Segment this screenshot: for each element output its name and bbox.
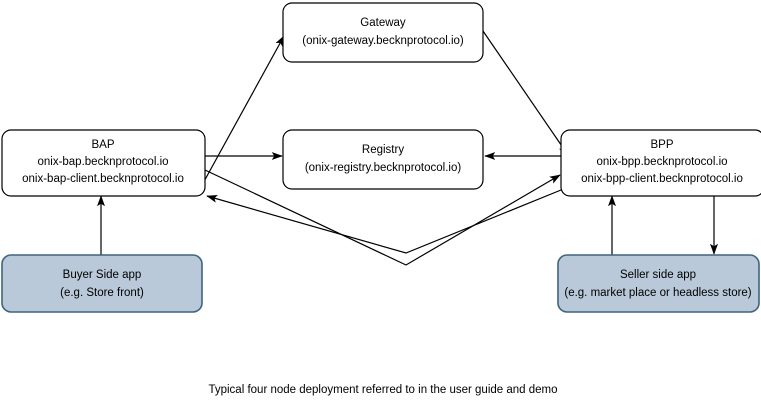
node-registry-box[interactable] (282, 129, 484, 190)
node-registry-title: Registry (362, 144, 404, 156)
edge-bap-to-bpp (204, 169, 561, 266)
node-buyer-app-box[interactable] (1, 254, 203, 313)
node-seller-app-box[interactable] (557, 254, 760, 313)
node-gateway-title: Gateway (360, 17, 406, 29)
node-bpp-line2: onix-bpp.becknprotocol.io (596, 156, 727, 168)
node-bpp-line3: onix-bpp-client.becknprotocol.io (581, 173, 743, 185)
node-bpp[interactable]: BPP onix-bpp.becknprotocol.io onix-bpp-c… (560, 129, 761, 197)
node-bap-box[interactable] (1, 129, 206, 197)
node-bap[interactable]: BAP onix-bap.becknprotocol.io onix-bap-c… (1, 129, 206, 197)
edge-bpp-to-bap (206, 189, 562, 254)
node-seller-app-title: Seller side app (620, 269, 696, 281)
node-buyer-app[interactable]: Buyer Side app (e.g. Store front) (1, 254, 203, 313)
node-buyer-app-subtitle: (e.g. Store front) (60, 287, 144, 299)
node-buyer-app-title: Buyer Side app (63, 269, 142, 281)
diagram-caption: Typical four node deployment referred to… (208, 384, 557, 396)
edge-bap-to-gateway (195, 35, 285, 197)
node-bap-line3: onix-bap-client.becknprotocol.io (22, 173, 184, 185)
node-registry-subtitle: (onix-registry.becknprotocol.io) (305, 162, 462, 174)
node-seller-app-subtitle: (e.g. market place or headless store) (564, 287, 751, 299)
edge-gateway-to-bpp (482, 30, 569, 156)
node-gateway-subtitle: (onix-gateway.becknprotocol.io) (302, 35, 464, 47)
node-gateway[interactable]: Gateway (onix-gateway.becknprotocol.io) (282, 2, 484, 63)
node-bap-title: BAP (91, 139, 114, 151)
node-registry[interactable]: Registry (onix-registry.becknprotocol.io… (282, 129, 484, 190)
node-seller-app[interactable]: Seller side app (e.g. market place or he… (557, 254, 760, 313)
node-bap-line2: onix-bap.becknprotocol.io (37, 156, 168, 168)
node-bpp-box[interactable] (560, 129, 761, 197)
node-bpp-title: BPP (650, 139, 673, 151)
node-gateway-box[interactable] (282, 2, 484, 63)
